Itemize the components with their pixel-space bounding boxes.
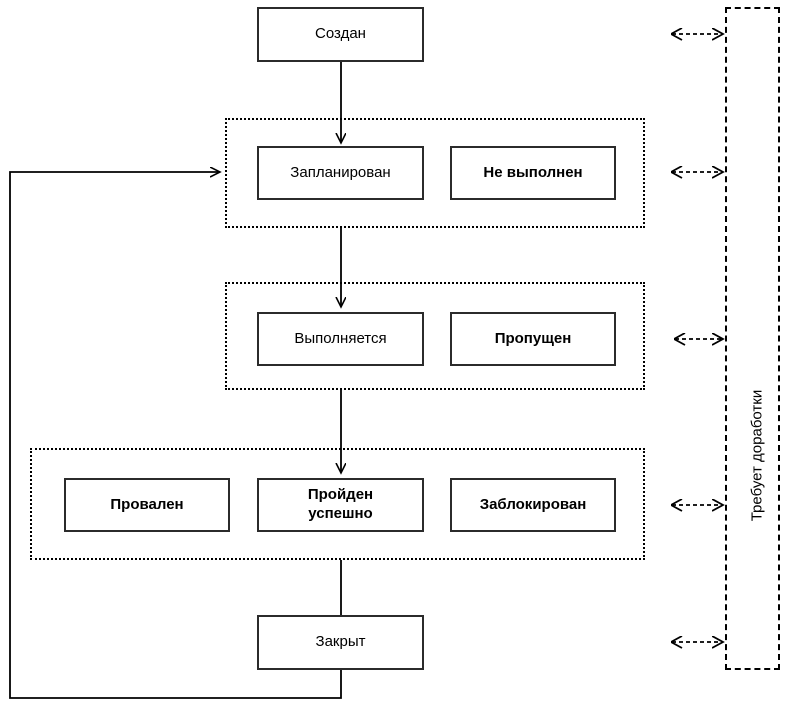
rework-panel: [725, 7, 780, 670]
node-passed-line2: успешно: [308, 505, 373, 522]
node-planned[interactable]: Запланирован: [257, 146, 424, 200]
node-created[interactable]: Создан: [257, 7, 424, 62]
node-passed[interactable]: Пройден успешно: [257, 478, 424, 532]
rework-panel-label: Требует доработки: [748, 389, 766, 522]
node-failed[interactable]: Провален: [64, 478, 230, 532]
node-in-progress[interactable]: Выполняется: [257, 312, 424, 366]
node-blocked[interactable]: Заблокирован: [450, 478, 616, 532]
node-not-executed[interactable]: Не выполнен: [450, 146, 616, 200]
node-passed-line1: Пройден: [307, 486, 374, 504]
node-skipped[interactable]: Пропущен: [450, 312, 616, 366]
node-closed[interactable]: Закрыт: [257, 615, 424, 670]
